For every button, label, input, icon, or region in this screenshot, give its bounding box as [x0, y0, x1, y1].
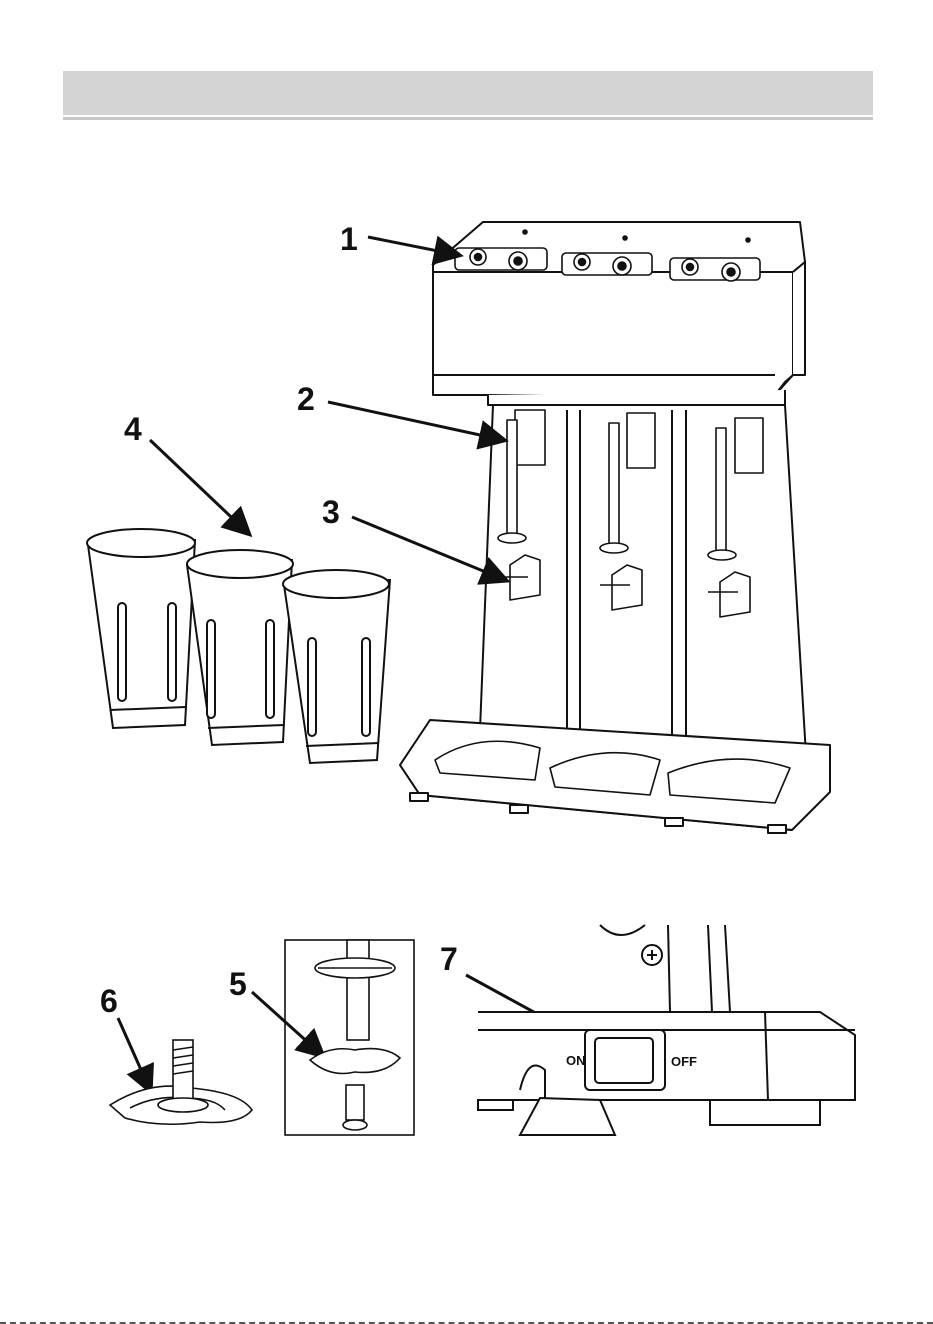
cup-2 [187, 550, 293, 745]
callout-4: 4 [124, 411, 142, 447]
switch-detail [478, 925, 855, 1135]
callout-7: 7 [440, 941, 458, 977]
cup-3 [283, 570, 390, 763]
agitator-assembled [110, 1040, 252, 1124]
mixer-machine [400, 222, 830, 833]
switch-on-label: ON [566, 1053, 586, 1068]
cup-1 [87, 529, 195, 728]
switch-off-label: OFF [671, 1054, 697, 1069]
mixing-cups [87, 529, 390, 763]
callout-3: 3 [322, 494, 340, 530]
callout-5: 5 [229, 966, 247, 1002]
callout-6: 6 [100, 983, 118, 1019]
callout-2: 2 [297, 381, 315, 417]
callout-1: 1 [340, 221, 358, 257]
